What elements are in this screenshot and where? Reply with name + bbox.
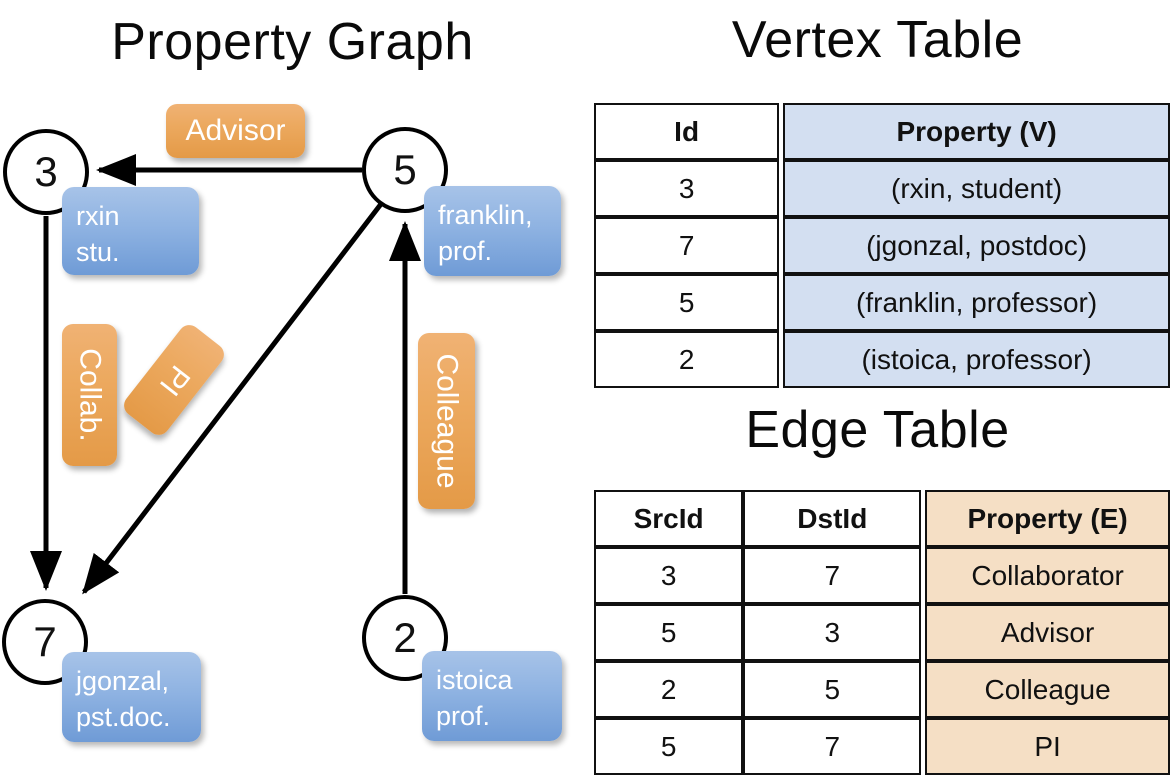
vertex-table-column-gap — [779, 331, 784, 388]
edge-row-2-property: Colleague — [925, 661, 1170, 718]
vertex-property-rxin-line1: rxin — [76, 201, 120, 231]
edge-row-3-property: PI — [925, 718, 1170, 775]
property-graph-diagram: 3 5 7 2 rxin stu. franklin, prof. jgonza… — [0, 0, 585, 760]
edge-table-column-gap — [921, 604, 926, 661]
vertex-property-jgonzal-line2: pst.doc. — [76, 701, 171, 732]
vertex-property-istoica-line1: istoica — [436, 665, 513, 695]
page-title-vertex-table: Vertex Table — [731, 11, 1024, 69]
vertex-table-header-row: Id Property (V) — [594, 103, 1170, 160]
vertex-property-box-franklin[interactable]: franklin, prof. — [424, 186, 561, 276]
vertex-property-box-jgonzal[interactable]: jgonzal, pst.doc. — [62, 652, 201, 742]
edge-label-box-collab[interactable]: Collab. — [62, 324, 117, 466]
edge-row-1-property: Advisor — [925, 604, 1170, 661]
vertex-row-3-id: 2 — [594, 331, 780, 388]
edge-row-3-src: 5 — [594, 718, 744, 775]
vertex-row-2-id: 5 — [594, 274, 780, 331]
vertex-table-column-gap — [779, 217, 784, 274]
vertex-table-column-gap — [779, 160, 784, 217]
page-title-property-graph: Property Graph — [111, 13, 474, 71]
graph-node-3-label: 3 — [34, 148, 58, 195]
edge-row-0-property: Collaborator — [925, 547, 1170, 604]
graph-node-2[interactable]: 2 — [362, 595, 448, 681]
edge-table-column-gap — [921, 490, 926, 547]
edge-row-1-dst: 3 — [743, 604, 922, 661]
vertex-table-column-gap — [779, 103, 784, 160]
table-row[interactable]: 2 (istoica, professor) — [594, 331, 1170, 388]
vertex-property-franklin-line2: prof. — [438, 235, 493, 266]
edge-line-pi — [82, 202, 383, 595]
vertex-table-header-property: Property (V) — [783, 103, 1170, 160]
edge-label-collab-text: Collab. — [73, 348, 107, 442]
edge-label-colleague-text: Colleague — [430, 353, 464, 489]
edge-table-column-gap — [921, 718, 926, 775]
edge-row-2-dst: 5 — [743, 661, 922, 718]
vertex-property-box-istoica[interactable]: istoica prof. — [422, 651, 562, 741]
edge-label-box-advisor[interactable]: Advisor — [166, 104, 305, 158]
table-row[interactable]: 7 (jgonzal, postdoc) — [594, 217, 1170, 274]
vertex-property-franklin-line1: franklin, — [438, 200, 533, 230]
edge-row-1-src: 5 — [594, 604, 744, 661]
vertex-table-column-gap — [779, 274, 784, 331]
vertex-property-rxin-line2: stu. — [76, 236, 120, 267]
table-row[interactable]: 3 (rxin, student) — [594, 160, 1170, 217]
edge-label-advisor-text: Advisor — [185, 114, 286, 147]
edge-table-header-property: Property (E) — [925, 490, 1170, 547]
table-row[interactable]: 3 7 Collaborator — [594, 547, 1170, 604]
graph-node-5[interactable]: 5 — [362, 127, 448, 213]
edge-table-column-gap — [921, 661, 926, 718]
vertex-row-2-property: (franklin, professor) — [783, 274, 1170, 331]
page-title-edge-table: Edge Table — [745, 401, 1010, 459]
edge-row-3-dst: 7 — [743, 718, 922, 775]
edge-table-header-dstid: DstId — [743, 490, 922, 547]
table-row[interactable]: 5 7 PI — [594, 718, 1170, 775]
graph-node-5-label: 5 — [393, 146, 417, 193]
table-row[interactable]: 5 3 Advisor — [594, 604, 1170, 661]
edge-table-column-gap — [921, 547, 926, 604]
vertex-property-box-rxin[interactable]: rxin stu. — [62, 187, 199, 275]
edge-row-2-src: 2 — [594, 661, 744, 718]
vertex-row-0-property: (rxin, student) — [783, 160, 1170, 217]
vertex-property-jgonzal-line1: jgonzal, — [76, 666, 170, 696]
edge-table: SrcId DstId Property (E) 3 7 Collaborato… — [594, 490, 1170, 775]
edge-row-0-dst: 7 — [743, 547, 922, 604]
graph-node-7-label: 7 — [33, 618, 57, 665]
table-row[interactable]: 5 (franklin, professor) — [594, 274, 1170, 331]
edge-label-pi-text: PI — [152, 358, 197, 402]
vertex-table-header-id: Id — [594, 103, 780, 160]
graph-edge-lines — [30, 154, 421, 595]
vertex-table: Id Property (V) 3 (rxin, student) 7 (jgo… — [594, 103, 1170, 388]
vertex-row-3-property: (istoica, professor) — [783, 331, 1170, 388]
edge-label-box-colleague[interactable]: Colleague — [418, 333, 475, 509]
graph-node-2-label: 2 — [393, 614, 417, 661]
vertex-row-1-property: (jgonzal, postdoc) — [783, 217, 1170, 274]
table-row[interactable]: 2 5 Colleague — [594, 661, 1170, 718]
vertex-row-1-id: 7 — [594, 217, 780, 274]
edge-row-0-src: 3 — [594, 547, 744, 604]
edge-table-header-srcid: SrcId — [594, 490, 744, 547]
vertex-row-0-id: 3 — [594, 160, 780, 217]
vertex-property-istoica-line2: prof. — [436, 700, 491, 731]
edge-table-header-row: SrcId DstId Property (E) — [594, 490, 1170, 547]
